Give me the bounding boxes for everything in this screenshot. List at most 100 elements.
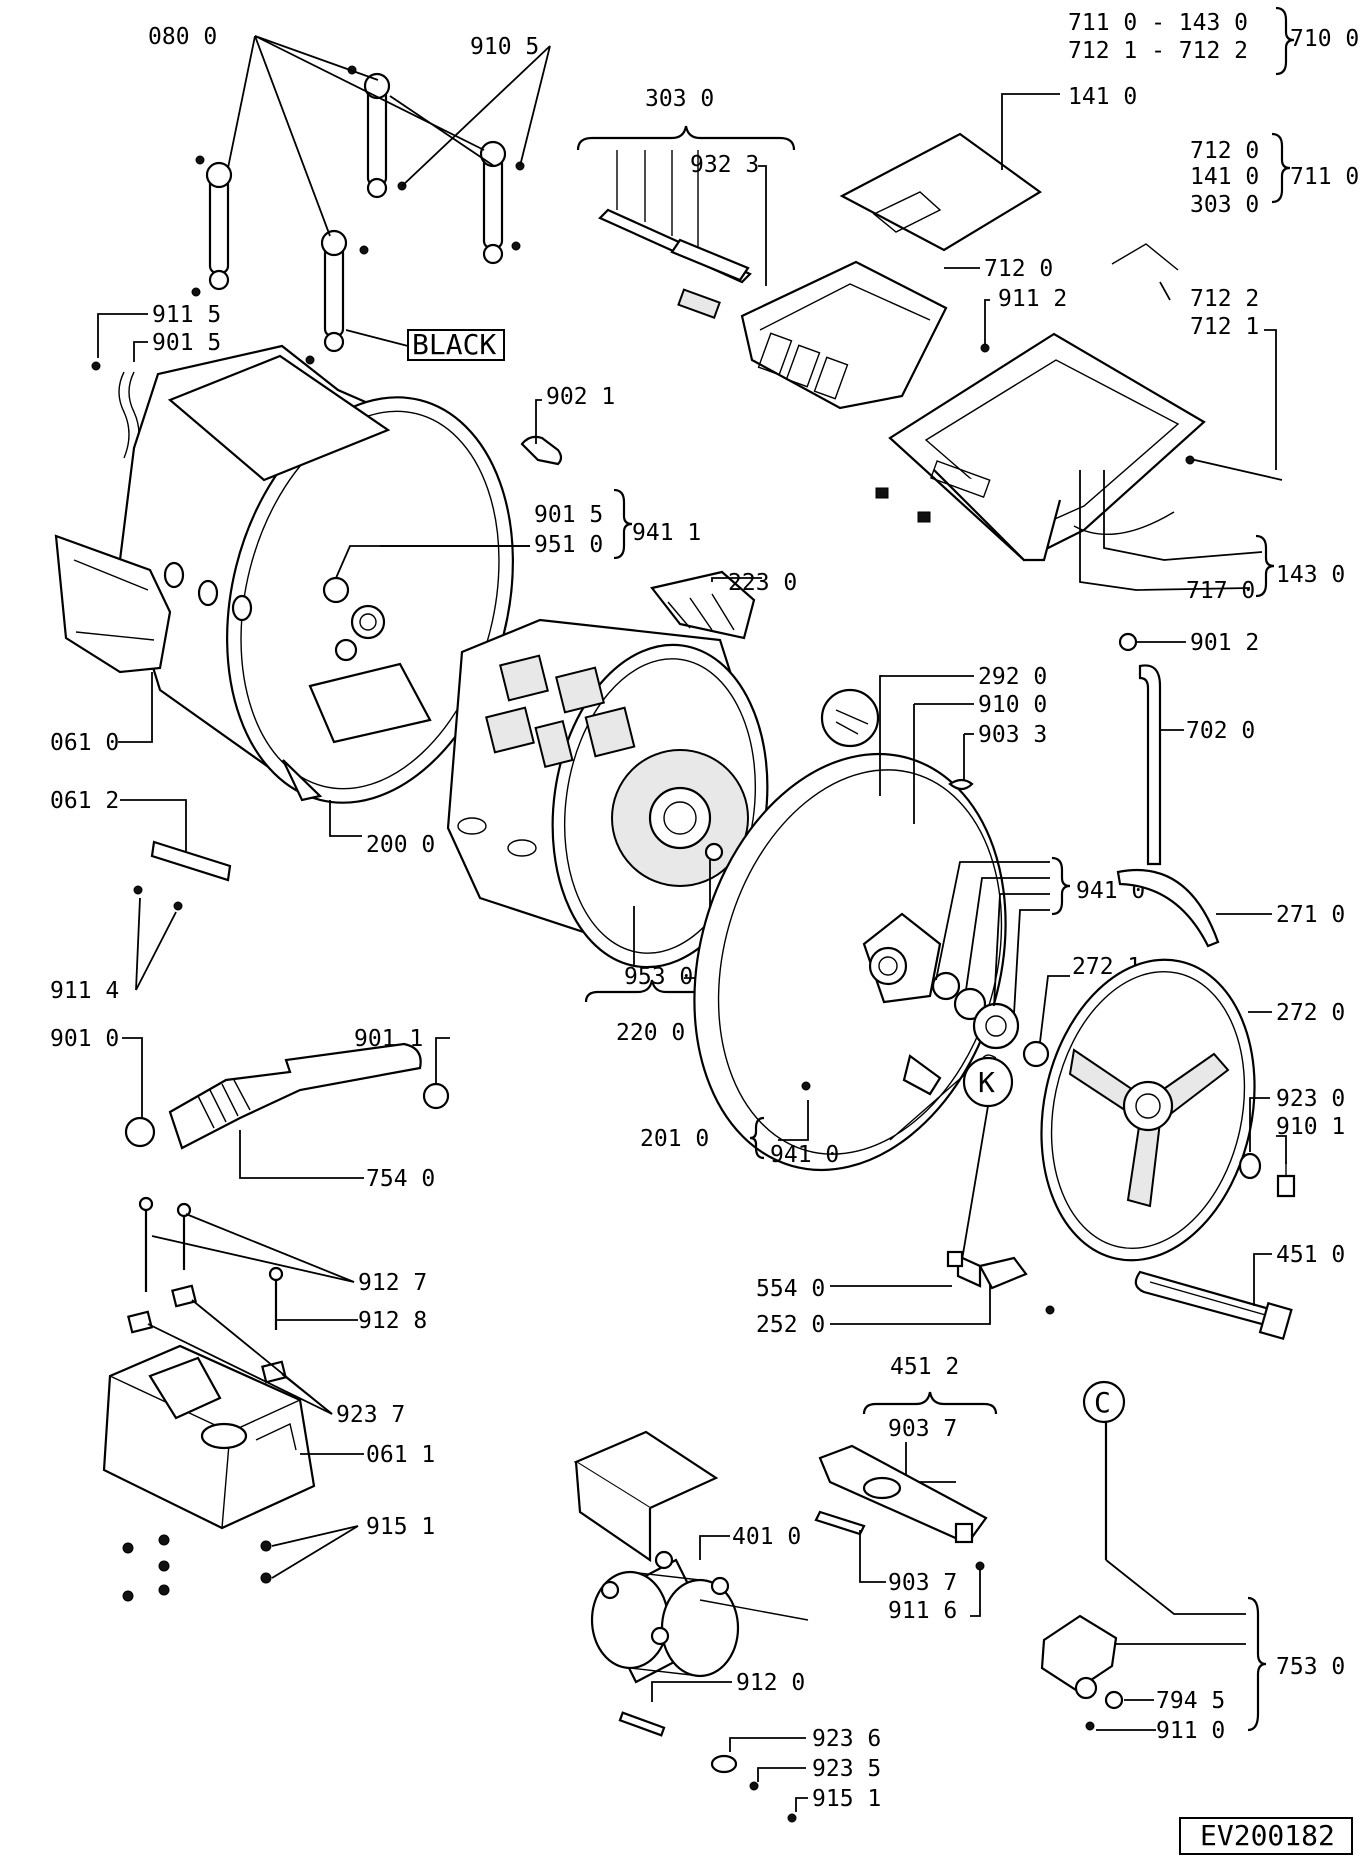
label-200-0: 200 0: [366, 832, 435, 858]
label-911-0: 911 0: [1156, 1718, 1225, 1744]
bracket-061-2: 061 2: [50, 788, 232, 882]
drawing-code: EV200182: [1200, 1819, 1335, 1852]
label-712-1-712-2: 712 1 - 712 2: [1068, 38, 1248, 64]
counterweight-bolts: 912 7 912 8 923 7: [127, 1196, 427, 1428]
outer-tub-front: 200 0: [118, 344, 514, 858]
label-554-0: 554 0: [756, 1276, 825, 1302]
label-915-1: 915 1: [366, 1514, 435, 1540]
label-754-0: 754 0: [366, 1166, 435, 1192]
kit-711: 712 0 141 0 303 0 711 0: [1190, 132, 1359, 218]
sensor-group: K 554 0 252 0: [756, 1056, 1055, 1338]
kit-710: 711 0 - 143 0 712 1 - 712 2 710 0: [1068, 6, 1359, 76]
label-710-0: 710 0: [1290, 26, 1359, 52]
label-901-5b: 901 5: [152, 330, 221, 356]
seal-271: 271 0: [1116, 868, 1345, 948]
label-912-7: 912 7: [358, 1270, 427, 1296]
label-292-0: 292 0: [978, 664, 1047, 690]
label-753-0: 753 0: [1276, 1654, 1345, 1680]
label-061-1: 061 1: [366, 1442, 435, 1468]
dispenser-cover: 141 0 712 0: [839, 84, 1137, 282]
label-c: C: [1094, 1386, 1111, 1419]
label-451-0: 451 0: [1276, 1242, 1345, 1268]
label-220-0: 220 0: [616, 1020, 685, 1046]
label-711-0-143-0: 711 0 - 143 0: [1068, 10, 1248, 36]
screws-911-4: 911 4: [50, 885, 183, 1004]
label-717-0: 717 0: [1186, 578, 1255, 604]
label-303-0-r: 303 0: [1190, 192, 1259, 218]
label-941-1: 941 1: [632, 520, 701, 546]
label-911-4: 911 4: [50, 978, 119, 1004]
label-061-2: 061 2: [50, 788, 119, 814]
label-903-7: 903 7: [888, 1570, 957, 1596]
label-912-0: 912 0: [736, 1670, 805, 1696]
rear-tub: 292 0 910 0 903 3 941 0 201 0 941 0: [640, 664, 1145, 1172]
label-932-3: 932 3: [690, 152, 759, 178]
label-951-0: 951 0: [534, 532, 603, 558]
label-923-6: 923 6: [812, 1726, 881, 1752]
label-702-0: 702 0: [1186, 718, 1255, 744]
dispenser-kit: 303 0 932 3: [576, 86, 948, 410]
bracket-223: 223 0: [650, 570, 797, 640]
label-712-1: 712 1: [1190, 314, 1259, 340]
washer-bolt-923-910: 923 0 910 1: [1238, 1086, 1345, 1198]
label-271-0: 271 0: [1276, 902, 1345, 928]
label-143-0: 143 0: [1276, 562, 1345, 588]
label-915-1b: 915 1: [812, 1786, 881, 1812]
sump-hose-754: 901 0 901 1 754 0: [50, 1026, 450, 1192]
clip-902: 902 1: [520, 384, 615, 466]
label-451-2: 451 2: [890, 1354, 959, 1380]
label-711-0: 711 0: [1290, 164, 1359, 190]
label-061-0: 061 0: [50, 730, 119, 756]
label-272-0: 272 0: [1276, 1000, 1345, 1026]
label-901-2: 901 2: [1190, 630, 1259, 656]
label-k: K: [978, 1066, 995, 1099]
motor-hardware: 923 6 923 5 915 1: [710, 1726, 881, 1823]
label-901-1: 901 1: [354, 1026, 423, 1052]
bracket-451-2: 451 2 903 7 903 7 911 6: [814, 1354, 998, 1624]
hose-702: 901 2 702 0: [1118, 630, 1259, 866]
label-923-7: 923 7: [336, 1402, 405, 1428]
label-794-5: 794 5: [1156, 1688, 1225, 1714]
label-941-0b: 941 0: [770, 1142, 839, 1168]
label-303-0: 303 0: [645, 86, 714, 112]
label-223-0: 223 0: [728, 570, 797, 596]
nuts-915-1: 915 1: [122, 1514, 435, 1602]
front-panel-061: 061 0: [50, 534, 172, 756]
valve-753: C 794 5 911 0 753 0: [1040, 1380, 1345, 1744]
label-901-0: 901 0: [50, 1026, 119, 1052]
label-080-0: 080 0: [148, 24, 217, 50]
label-911-6: 911 6: [888, 1598, 957, 1624]
label-201-0: 201 0: [640, 1126, 709, 1152]
label-910-5a: 910 5: [470, 34, 539, 60]
motor-401: 401 0 912 0: [573, 1430, 809, 1737]
label-141-0-top: 141 0: [1068, 84, 1137, 110]
label-401-0: 401 0: [732, 1524, 801, 1550]
label-923-0: 923 0: [1276, 1086, 1345, 1112]
label-712-0-r: 712 0: [1190, 138, 1259, 164]
label-903-7a: 903 7: [888, 1416, 957, 1442]
label-910-0: 910 0: [978, 692, 1047, 718]
label-923-5: 923 5: [812, 1756, 881, 1782]
label-953-0: 953 0: [624, 964, 693, 990]
label-902-1: 902 1: [546, 384, 615, 410]
shock-absorbers: 080 0 910 5: [148, 24, 551, 365]
label-911-5: 911 5: [152, 302, 221, 328]
label-911-2: 911 2: [998, 286, 1067, 312]
drum: 953 0 220 0: [446, 618, 769, 1046]
label-712-0: 712 0: [984, 256, 1053, 282]
bearing-kit-941-1: 901 5 951 0 941 1: [335, 488, 701, 579]
label-910-1: 910 1: [1276, 1114, 1345, 1140]
label-912-8: 912 8: [358, 1308, 427, 1334]
heater-451: 451 0: [1134, 1242, 1345, 1341]
counterweight-061-1: 061 1: [102, 1344, 435, 1530]
top-tray: 911 2 712 2 712 1 717 0 143 0: [875, 243, 1345, 604]
label-901-5: 901 5: [534, 502, 603, 528]
drawing-code-box: EV200182: [1179, 1817, 1353, 1855]
label-141-0-r: 141 0: [1190, 164, 1259, 190]
left-hardware: 911 5 901 5 BLACK: [91, 302, 505, 459]
pulley-272: 272 0: [1040, 958, 1345, 1262]
label-712-2: 712 2: [1190, 286, 1259, 312]
label-903-3: 903 3: [978, 722, 1047, 748]
label-black: BLACK: [412, 328, 496, 361]
